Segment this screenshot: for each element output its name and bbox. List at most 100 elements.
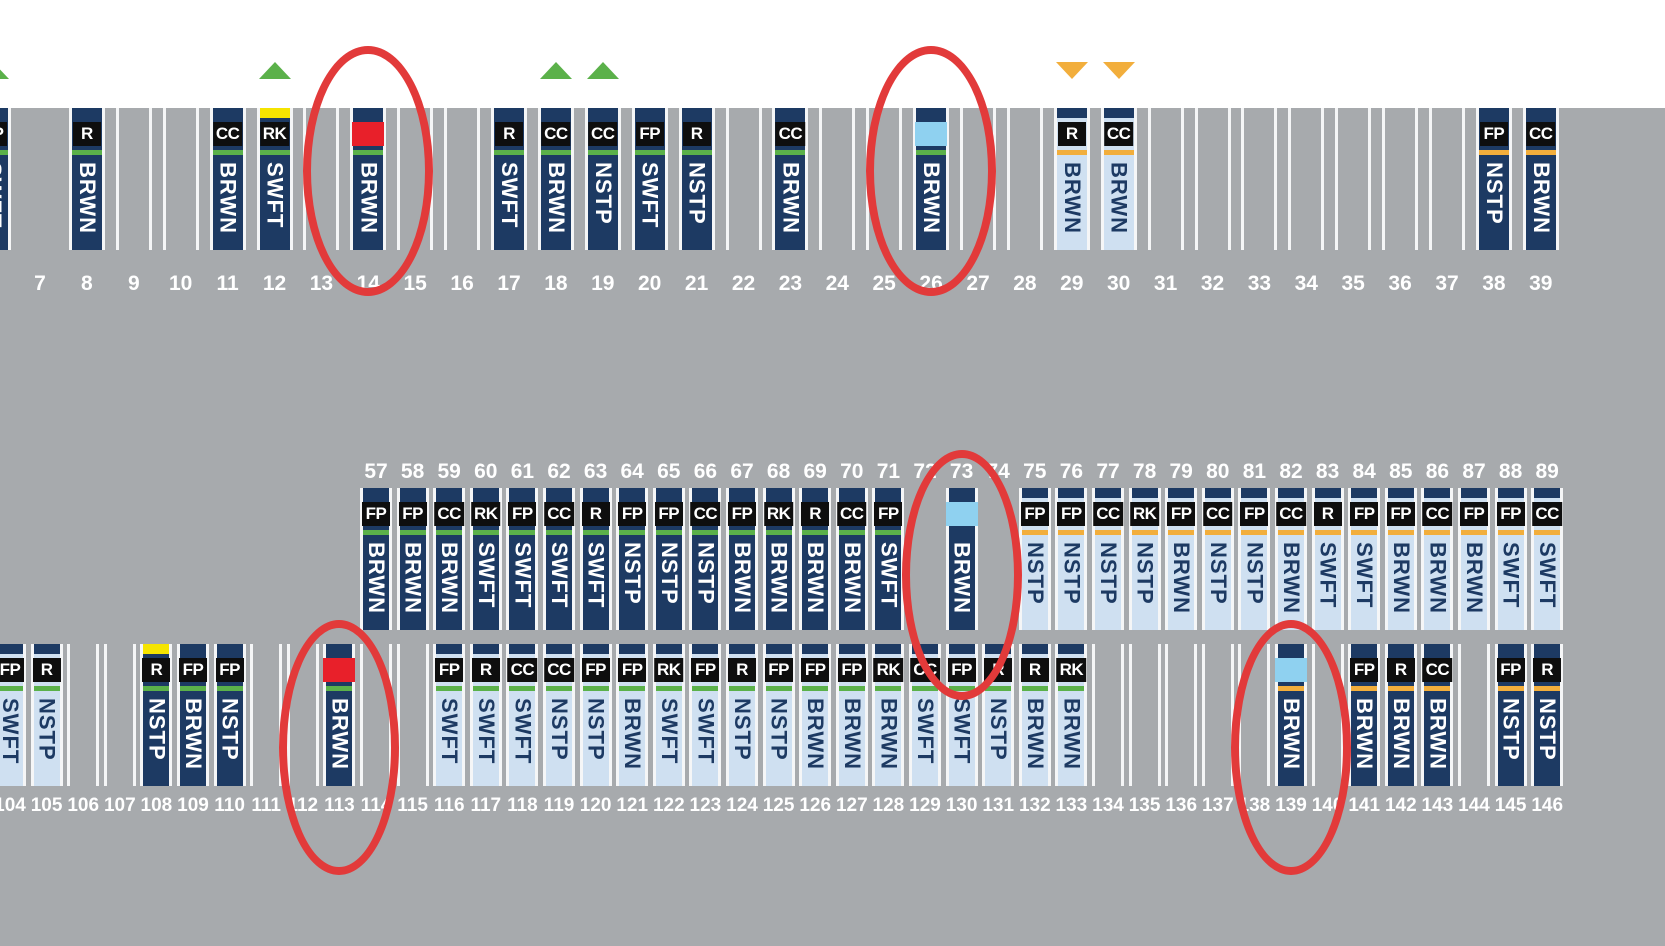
stand-number: 71 bbox=[876, 460, 901, 483]
empty-stand[interactable] bbox=[1429, 108, 1465, 250]
status-stripe bbox=[399, 530, 426, 535]
empty-stand[interactable] bbox=[1194, 108, 1231, 250]
empty-stand[interactable] bbox=[1458, 644, 1490, 786]
empty-stand[interactable] bbox=[396, 644, 429, 786]
stand-label: SWFT bbox=[510, 698, 536, 765]
empty-stand[interactable] bbox=[1288, 108, 1325, 250]
empty-stand[interactable] bbox=[444, 108, 481, 250]
empty-stand[interactable] bbox=[725, 108, 762, 250]
empty-stand[interactable] bbox=[162, 108, 199, 250]
empty-stand[interactable] bbox=[1092, 644, 1124, 786]
empty-stand[interactable] bbox=[115, 108, 152, 250]
stand-top-bar bbox=[1095, 488, 1121, 498]
stand-label: NSTP bbox=[1498, 698, 1524, 761]
empty-stand[interactable] bbox=[1128, 644, 1161, 786]
empty-stand[interactable] bbox=[819, 108, 856, 250]
empty-stand[interactable] bbox=[103, 644, 136, 786]
status-stripe bbox=[0, 686, 23, 691]
empty-stand[interactable] bbox=[1335, 108, 1372, 250]
empty-stand[interactable] bbox=[67, 644, 100, 786]
empty-stand[interactable] bbox=[1165, 644, 1198, 786]
empty-stand[interactable] bbox=[1201, 644, 1234, 786]
stand-top-bar bbox=[692, 644, 719, 654]
stand-number: 86 bbox=[1425, 460, 1450, 483]
empty-stand[interactable] bbox=[1006, 108, 1043, 250]
empty-stand[interactable] bbox=[1147, 108, 1184, 250]
empty-stand[interactable] bbox=[250, 644, 283, 786]
empty-stand[interactable] bbox=[1241, 108, 1278, 250]
stand-edge-left bbox=[799, 488, 803, 630]
empty-stand[interactable] bbox=[1382, 108, 1419, 250]
